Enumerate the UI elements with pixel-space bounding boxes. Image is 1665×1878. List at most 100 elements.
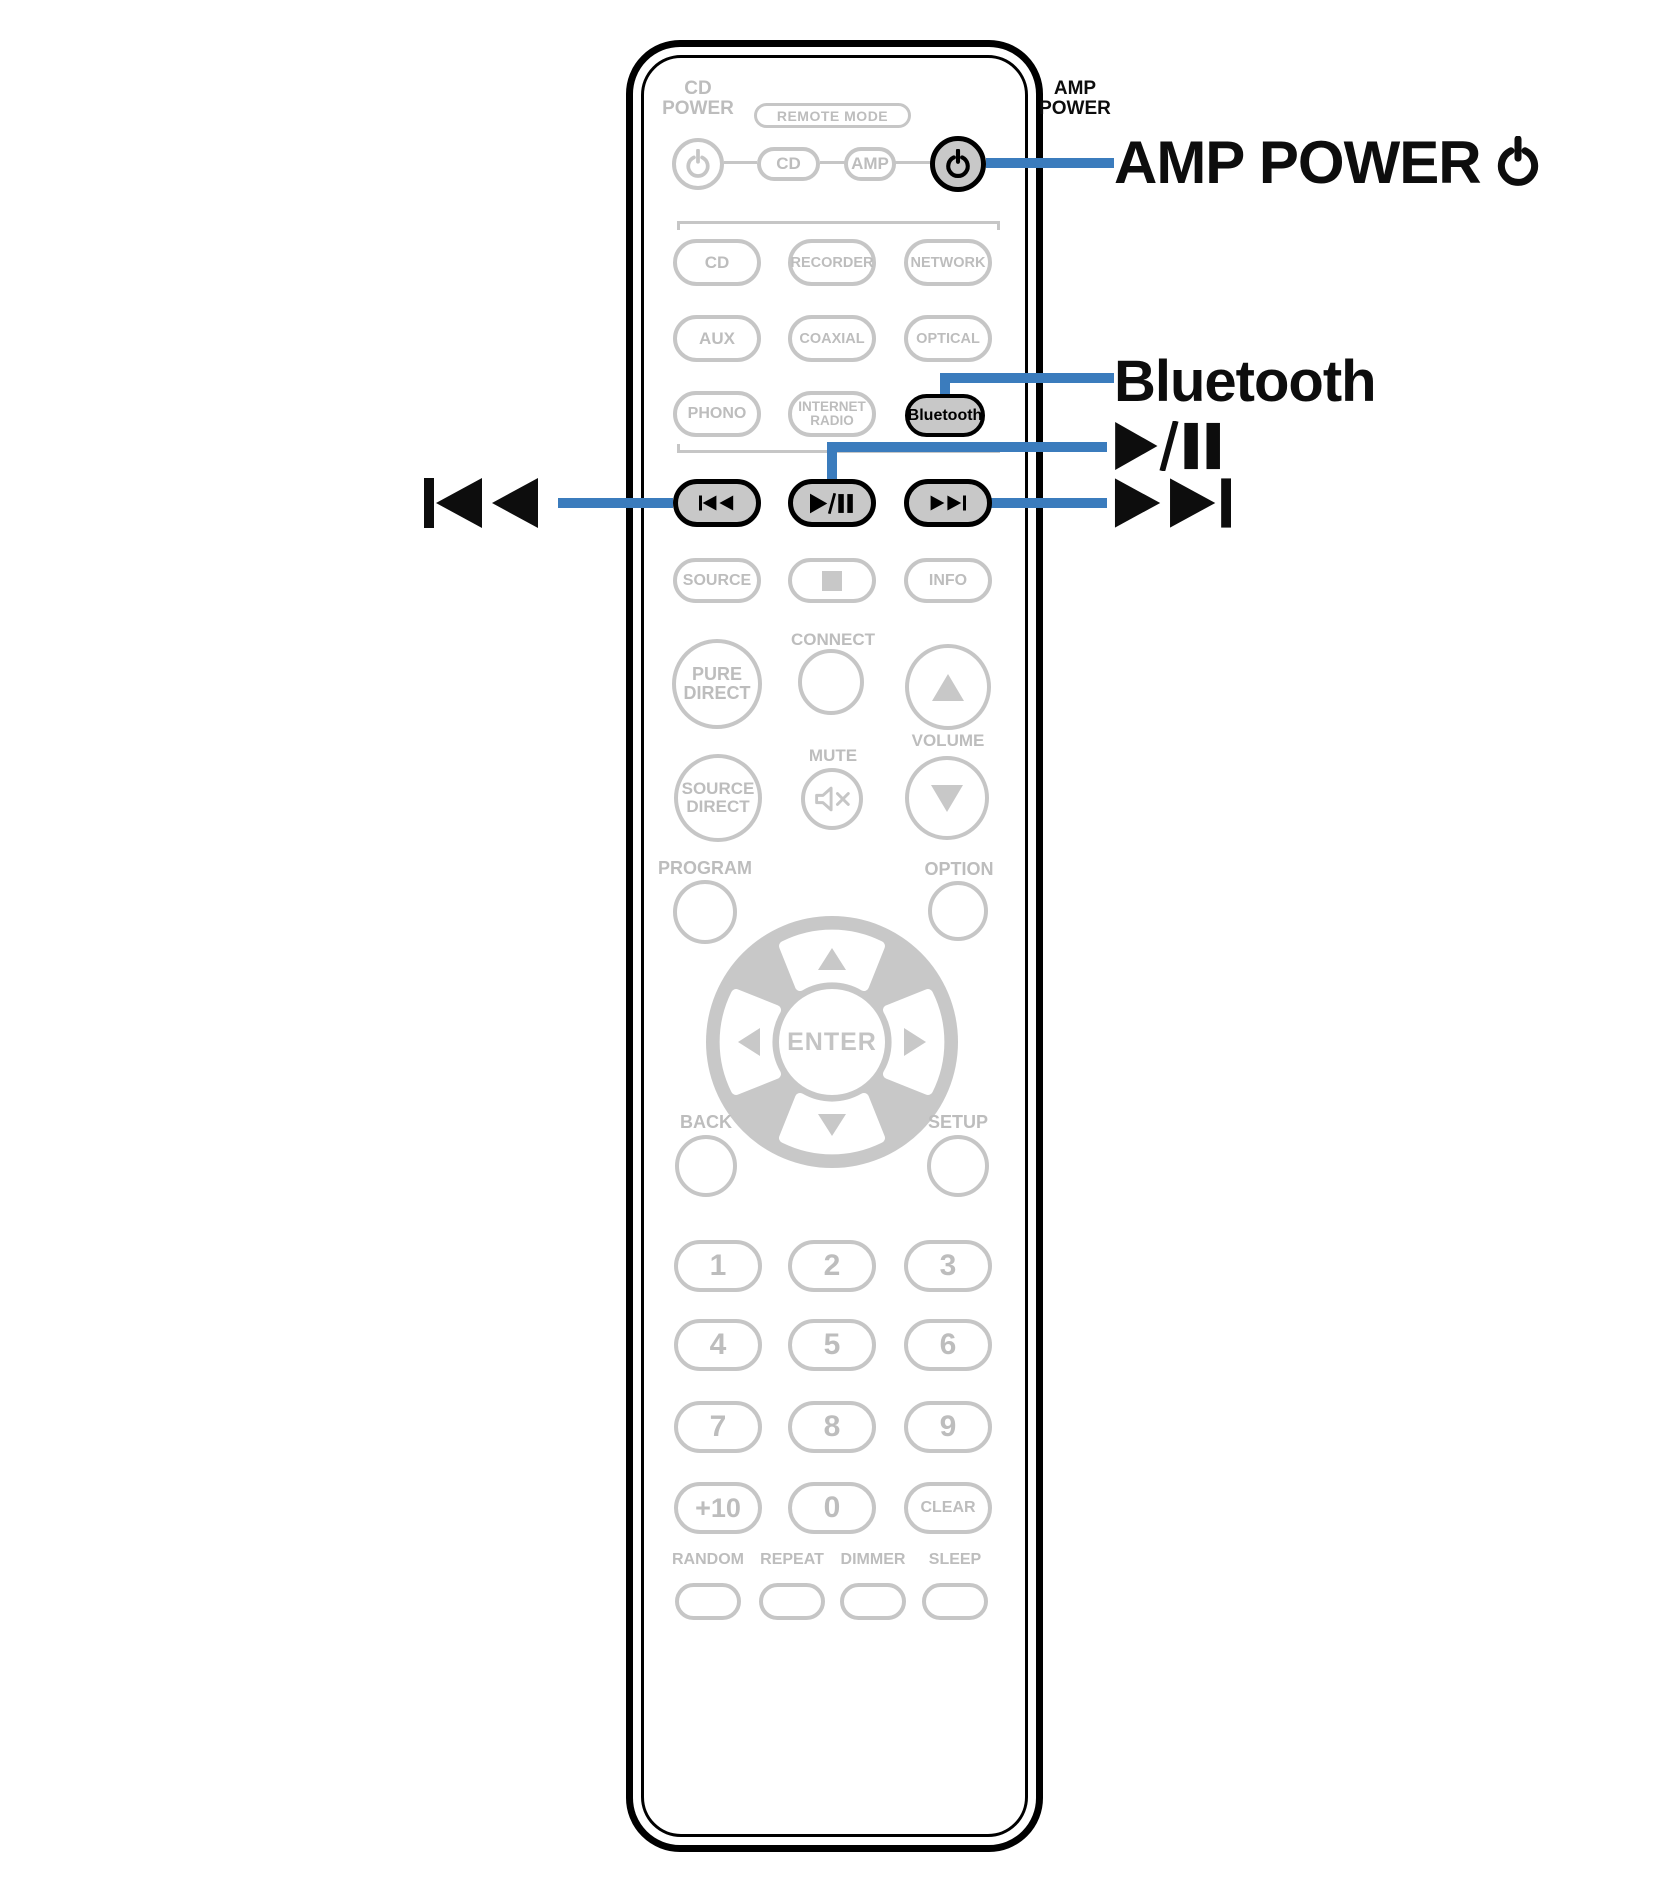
setup-button[interactable] [927, 1135, 989, 1197]
bluetooth-callout-line [940, 373, 950, 394]
mute-button[interactable] [801, 768, 863, 830]
key-label: 1 [709, 1249, 727, 1282]
amp-power-callout-label: AMP POWER [1114, 128, 1482, 196]
source-button-internet-radio[interactable]: INTERNET RADIO [788, 391, 876, 437]
keypad-3[interactable]: 3 [904, 1240, 992, 1292]
keypad-plus10[interactable]: +10 [674, 1482, 762, 1534]
keypad-clear[interactable]: CLEAR [904, 1482, 992, 1534]
button-label: Bluetooth [907, 406, 983, 424]
keypad-2[interactable]: 2 [788, 1240, 876, 1292]
skip-back-icon [699, 495, 734, 511]
key-label: 9 [939, 1410, 957, 1443]
program-button[interactable] [673, 880, 737, 944]
keypad-6[interactable]: 6 [904, 1319, 992, 1371]
keypad-7[interactable]: 7 [674, 1401, 762, 1453]
keypad-0[interactable]: 0 [788, 1482, 876, 1534]
skip-back-button[interactable] [673, 479, 761, 527]
button-label: INTERNET [798, 399, 866, 414]
amp-power-button[interactable] [930, 136, 986, 192]
key-label: CLEAR [920, 1499, 976, 1516]
sleep-label: SLEEP [928, 1551, 982, 1568]
skip-forward-icon [930, 495, 966, 511]
keypad-1[interactable]: 1 [674, 1240, 762, 1292]
volume-down-button[interactable] [905, 756, 989, 840]
connect-button[interactable] [798, 649, 864, 715]
skip-forward-button[interactable] [904, 479, 992, 527]
triangle-down-icon [931, 784, 963, 812]
keypad-5[interactable]: 5 [788, 1319, 876, 1371]
bluetooth-button[interactable]: Bluetooth [905, 394, 985, 437]
skip-back-callout-line [558, 498, 673, 508]
bluetooth-callout-line [940, 373, 1114, 383]
info-button[interactable]: INFO [904, 558, 992, 603]
remote-mode-cd-button[interactable]: CD [757, 147, 820, 181]
volume-up-button[interactable] [905, 644, 991, 730]
remote-mode-frame: REMOTE MODE [754, 103, 911, 128]
key-label: 2 [823, 1249, 841, 1282]
button-label: NETWORK [910, 254, 986, 271]
source-button-recorder[interactable]: RECORDER [788, 239, 876, 286]
source-button-phono[interactable]: PHONO [673, 391, 761, 437]
key-label: 4 [709, 1328, 727, 1361]
random-button[interactable] [675, 1583, 741, 1620]
stop-button[interactable] [788, 558, 876, 603]
source-select-button[interactable]: SOURCE [673, 558, 761, 603]
stop-icon [822, 570, 842, 591]
enter-button-label[interactable]: ENTER [787, 1028, 877, 1056]
button-label: OPTICAL [916, 330, 980, 347]
enter-button[interactable] [779, 989, 885, 1095]
button-label: SOURCE [681, 779, 755, 798]
triangle-down-icon [818, 1114, 846, 1136]
skip-back-icon [424, 478, 538, 528]
remote-mode-amp-button[interactable]: AMP [844, 147, 896, 181]
play-pause-button[interactable] [788, 479, 876, 527]
key-label: 6 [939, 1328, 957, 1361]
button-label: INFO [928, 571, 968, 589]
keypad-9[interactable]: 9 [904, 1401, 992, 1453]
keypad-8[interactable]: 8 [788, 1401, 876, 1453]
option-button[interactable] [928, 881, 988, 941]
triangle-left-icon [738, 1028, 760, 1056]
dimmer-label: DIMMER [840, 1551, 906, 1568]
back-button[interactable] [675, 1135, 737, 1197]
source-direct-button[interactable]: SOURCE DIRECT [674, 754, 762, 842]
power-icon [686, 149, 710, 178]
connector-line [895, 161, 932, 164]
skip-forward-icon [1114, 478, 1231, 528]
connect-label: CONNECT [790, 630, 876, 649]
bluetooth-callout-label: Bluetooth [1114, 349, 1377, 414]
source-button-coaxial[interactable]: COAXIAL [788, 315, 876, 362]
volume-label: VOLUME [911, 731, 985, 750]
source-group-bracket-top [677, 221, 1000, 230]
button-label: DIRECT [683, 683, 751, 703]
connector-line [724, 161, 757, 164]
pure-direct-button[interactable]: PURE DIRECT [672, 639, 762, 729]
button-label: AUX [699, 328, 735, 348]
source-button-optical[interactable]: OPTICAL [904, 315, 992, 362]
dpad[interactable] [705, 915, 959, 1169]
triangle-up-icon [932, 673, 964, 701]
skip-forward-callout-line [991, 498, 1107, 508]
play-pause-icon [810, 492, 853, 514]
key-label: +10 [695, 1492, 741, 1523]
source-button-aux[interactable]: AUX [673, 315, 761, 362]
keypad-4[interactable]: 4 [674, 1319, 762, 1371]
remote-mode-cd-label: CD [776, 154, 801, 173]
key-label: 3 [939, 1249, 957, 1282]
play-pause-callout-line [827, 442, 837, 479]
triangle-up-icon [818, 948, 846, 970]
source-button-network[interactable]: NETWORK [904, 239, 992, 286]
sleep-button[interactable] [922, 1583, 988, 1620]
key-label: 0 [823, 1491, 841, 1524]
cd-power-button[interactable] [672, 138, 724, 190]
random-label: RANDOM [672, 1551, 744, 1568]
key-label: 5 [823, 1328, 841, 1361]
dimmer-button[interactable] [840, 1583, 906, 1620]
setup-label: SETUP [927, 1112, 988, 1132]
source-button-cd[interactable]: CD [673, 239, 761, 286]
repeat-button[interactable] [759, 1583, 825, 1620]
power-icon [946, 149, 970, 178]
amp-power-callout: AMP POWER [1114, 128, 1541, 196]
